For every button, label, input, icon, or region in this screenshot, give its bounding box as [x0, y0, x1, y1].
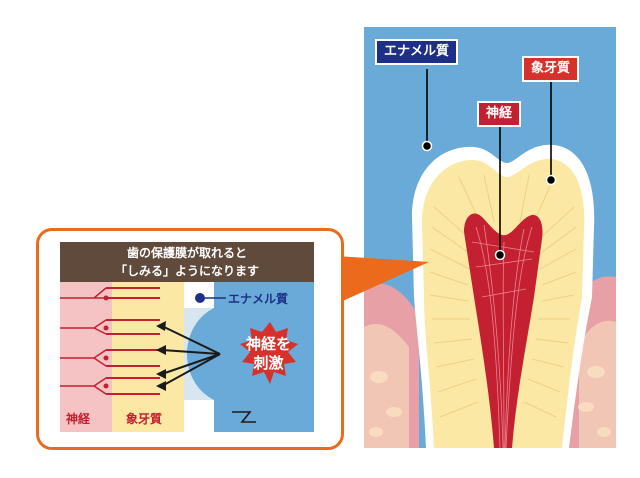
tooth-diagram	[364, 69, 616, 448]
stimulus-line1: 神経を	[246, 335, 292, 353]
inset-title-line1: 歯の保護膜が取れると	[126, 246, 247, 260]
enamel-pointer-dot	[421, 140, 433, 152]
bone-texture	[369, 366, 611, 437]
gum-inner-left	[364, 323, 409, 448]
nerve-branches	[60, 287, 107, 395]
dentin-pointer-dot	[545, 174, 557, 186]
enamel-label: エナメル質	[375, 39, 459, 65]
inset-nerve-label: 神経	[66, 412, 91, 426]
nerve-fibers	[471, 224, 535, 448]
inset-diagram	[60, 282, 314, 432]
stimulus-arrows	[161, 325, 221, 387]
inset-title-line2: 「しみる」ようになります	[114, 264, 259, 278]
enamel-dot	[195, 293, 205, 303]
dentin-label: 象牙質	[522, 56, 580, 82]
nerve-label: 神経	[477, 101, 522, 127]
callout-arrow	[336, 256, 429, 304]
dentin-tubules-inset	[106, 287, 160, 395]
nerve-zone	[60, 282, 112, 432]
dentin-zone	[112, 282, 184, 432]
nerve-pointer-dot	[494, 249, 506, 261]
inset-body: エナメル質 神経を 刺激 神経 象牙質	[60, 282, 314, 432]
inset-title: 歯の保護膜が取れると 「しみる」ようになります	[60, 242, 314, 282]
gum-inner-right	[579, 320, 616, 448]
inset-dentin-label: 象牙質	[126, 412, 163, 426]
dentin-tubules	[429, 174, 577, 418]
stimulus-text: 神経を 刺激	[246, 335, 291, 373]
stimulus-line2: 刺激	[253, 354, 284, 372]
inset-enamel-label: エナメル質	[228, 292, 289, 306]
stimulus-burst	[240, 322, 298, 384]
tooth-panel	[364, 27, 616, 448]
